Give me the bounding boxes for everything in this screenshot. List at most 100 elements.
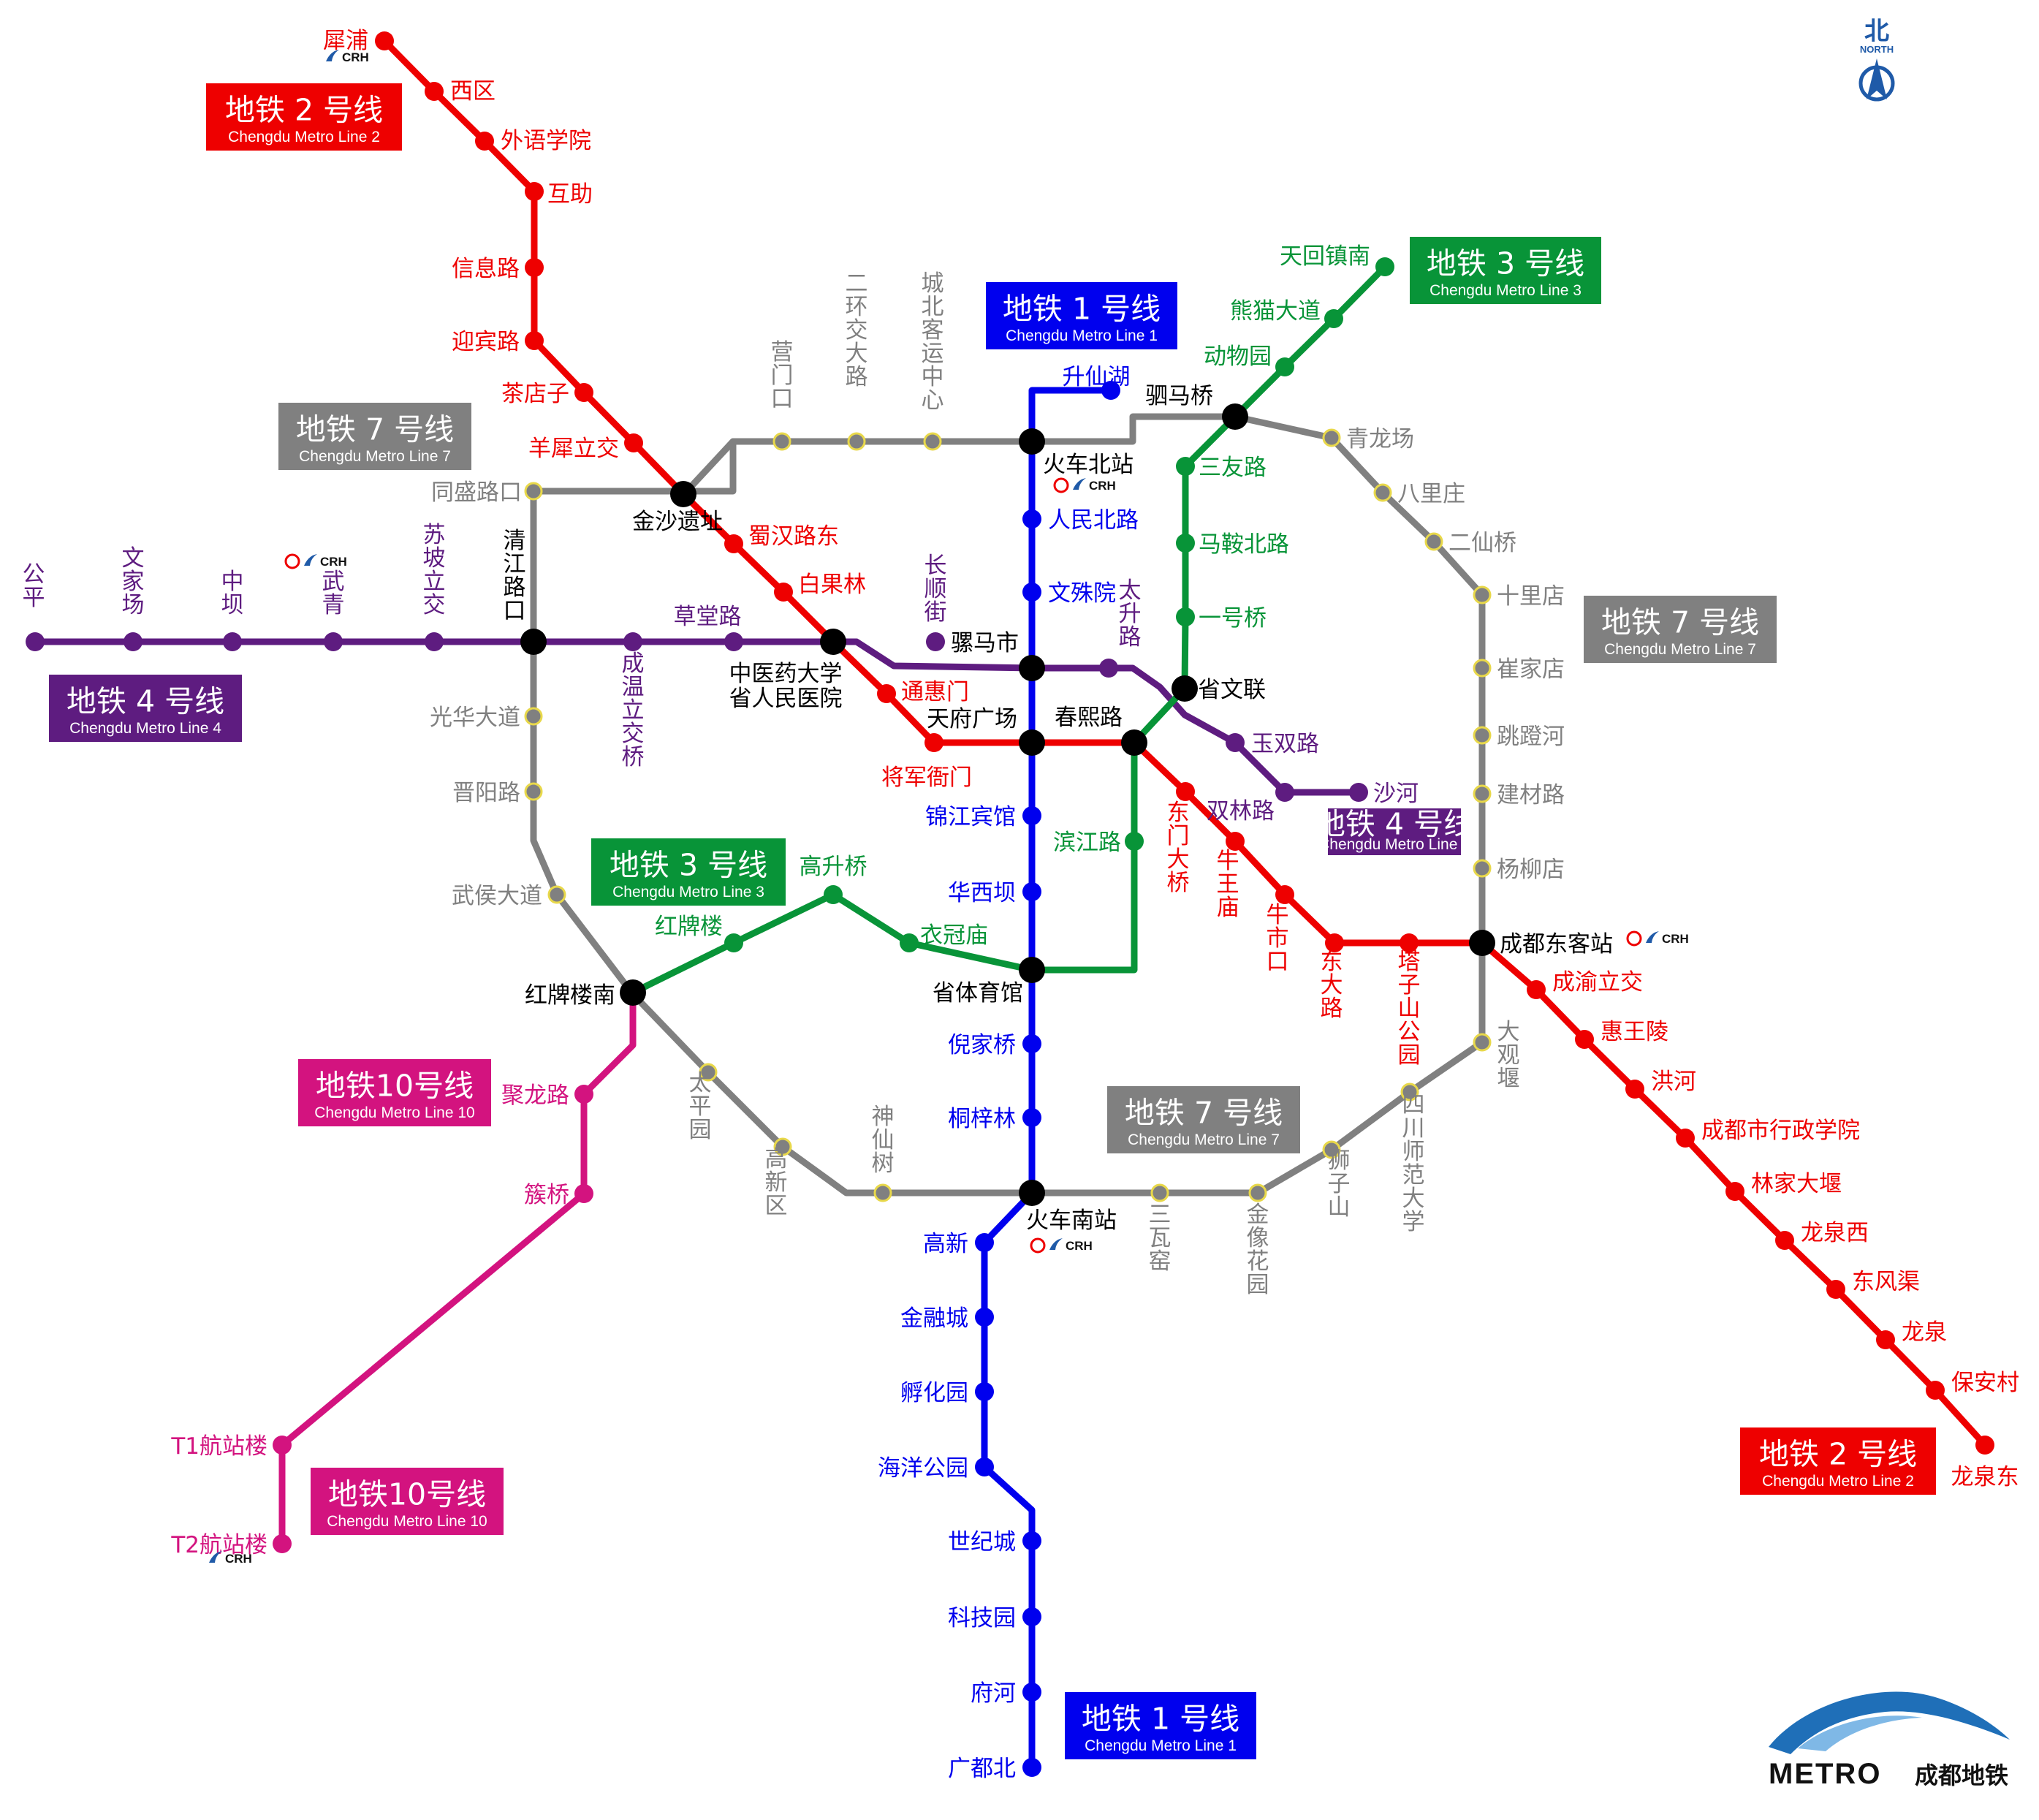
transfer-dot-chengdudongkezhan[interactable]: [1469, 930, 1495, 956]
station-dot-dongdalu[interactable]: [1325, 933, 1344, 952]
station-dot-baiguolin[interactable]: [774, 583, 793, 602]
transfer-dot-simaqiao[interactable]: [1222, 403, 1248, 430]
station-dot-gaoxinqu[interactable]: [773, 1137, 792, 1156]
station-dot-longquan[interactable]: [1876, 1330, 1895, 1349]
station-dot-longquandong[interactable]: [1975, 1436, 1994, 1455]
station-dot-cuqiao[interactable]: [574, 1184, 593, 1203]
station-dot-yingmenkou[interactable]: [772, 432, 791, 451]
station-dot-guanghuadadao[interactable]: [524, 707, 543, 726]
station-dot-xinxilu[interactable]: [525, 258, 544, 277]
station-dot-niushikou[interactable]: [1275, 885, 1294, 904]
station-dot-tianhuizhennan[interactable]: [1375, 257, 1394, 276]
station-dot-dongwuyuan[interactable]: [1275, 357, 1294, 376]
station-dot-xiongmaodadao[interactable]: [1324, 309, 1343, 328]
transfer-dot-zhongyiyao[interactable]: [820, 629, 846, 655]
station-dot-yangliudian[interactable]: [1473, 859, 1492, 878]
station-dot-shizishan[interactable]: [1322, 1140, 1341, 1159]
station-dot-qinglonchang[interactable]: [1322, 428, 1341, 447]
station-dot-yingbinlu[interactable]: [525, 331, 544, 350]
transfer-dot-jinshayizhi[interactable]: [670, 481, 696, 507]
station-dot-huiwangling[interactable]: [1575, 1030, 1594, 1049]
station-dot-longquanxi[interactable]: [1775, 1231, 1794, 1250]
station-dot-tongzilin[interactable]: [1022, 1108, 1041, 1127]
station-dot-tongshenglukou[interactable]: [524, 482, 543, 501]
station-dot-taishenglu[interactable]: [1099, 659, 1118, 678]
station-dot-gongping[interactable]: [26, 632, 45, 651]
station-dot-jiancailu[interactable]: [1473, 784, 1492, 803]
station-dot-baoancun[interactable]: [1926, 1381, 1945, 1400]
station-dot-jinjiangbinguan[interactable]: [1022, 806, 1041, 825]
station-dot-wenshuyuan[interactable]: [1022, 583, 1041, 602]
station-dot-dongmendaqiao[interactable]: [1176, 782, 1195, 801]
station-dot-linjiadayan[interactable]: [1725, 1182, 1744, 1201]
station-dot-t2[interactable]: [273, 1534, 292, 1553]
transfer-dot-luomashi[interactable]: [1019, 655, 1045, 681]
station-dot-erxianqiao[interactable]: [1424, 532, 1443, 551]
station-dot-yiguanmiao[interactable]: [900, 933, 919, 952]
transfer-dot-tianfuguangchang[interactable]: [1019, 729, 1045, 756]
station-dot-zhongba[interactable]: [223, 632, 242, 651]
station-dot-shuanglinlu[interactable]: [1275, 783, 1294, 802]
station-dot-daguanyan[interactable]: [1473, 1033, 1492, 1052]
station-dot-renminbeilu[interactable]: [1022, 509, 1041, 528]
transfer-dot-chunxilu[interactable]: [1121, 729, 1147, 756]
station-dot-jiangjunyamen[interactable]: [924, 733, 943, 752]
station-dot-shuhanludong[interactable]: [724, 534, 743, 553]
station-dot-tonghuimen[interactable]: [877, 684, 896, 703]
station-dot-xipu[interactable]: [375, 31, 394, 50]
station-dot-jinrongcheng[interactable]: [975, 1308, 994, 1327]
station-dot-huzhu[interactable]: [525, 182, 544, 201]
station-dot-tazishangongyuan[interactable]: [1400, 933, 1419, 952]
station-dot-jinyanglu[interactable]: [524, 782, 543, 801]
station-dot-taipingyuan[interactable]: [699, 1063, 718, 1082]
transfer-dot-shengtiyuguan[interactable]: [1019, 957, 1045, 983]
station-dot-xingzhengxueyuan[interactable]: [1676, 1129, 1695, 1148]
station-dot-shijicheng[interactable]: [1022, 1531, 1041, 1550]
transfer-dot-shengwenlian[interactable]: [1172, 675, 1198, 702]
station-dot-shengxianhu[interactable]: [1101, 381, 1120, 400]
station-dot-nijiaqiao[interactable]: [1022, 1034, 1041, 1053]
station-dot-yihaoqiao[interactable]: [1176, 607, 1195, 626]
station-dot-shahe[interactable]: [1349, 783, 1368, 802]
station-dot-fuhe[interactable]: [1022, 1683, 1041, 1702]
station-dot-huaxiba[interactable]: [1022, 882, 1041, 901]
station-dot-wuhoudadao[interactable]: [547, 885, 566, 904]
station-dot-tiaodenghe[interactable]: [1473, 726, 1492, 745]
station-dot-hongpailou[interactable]: [724, 933, 743, 952]
station-dot-balizhuang[interactable]: [1373, 483, 1392, 502]
station-dot-changshunjie[interactable]: [926, 632, 945, 651]
station-dot-wuqing[interactable]: [324, 632, 343, 651]
station-dot-erhuanjiaodalu[interactable]: [847, 432, 866, 451]
station-dot-maanbeilu[interactable]: [1176, 534, 1195, 553]
station-dot-caotanglu[interactable]: [724, 632, 743, 651]
station-dot-honghe[interactable]: [1625, 1080, 1644, 1099]
station-dot-kejiyuan[interactable]: [1022, 1607, 1041, 1626]
station-dot-gaoxin[interactable]: [975, 1233, 994, 1252]
station-dot-dongfengqu[interactable]: [1826, 1280, 1845, 1299]
station-dot-chengyulijiao[interactable]: [1527, 980, 1546, 999]
station-dot-chengbeikeyun[interactable]: [923, 432, 942, 451]
station-dot-cuijiadian[interactable]: [1473, 659, 1492, 678]
station-dot-supolijiao[interactable]: [425, 632, 444, 651]
station-dot-chengwenlijiaoqiao[interactable]: [623, 632, 642, 651]
station-dot-yangxilijiao[interactable]: [624, 433, 643, 452]
transfer-dot-qingjianglukou[interactable]: [520, 629, 547, 655]
transfer-dot-huochenanzhan[interactable]: [1019, 1180, 1045, 1206]
station-dot-shilidian[interactable]: [1473, 585, 1492, 604]
station-dot-yushuanglu[interactable]: [1226, 733, 1245, 752]
station-dot-guangdubei[interactable]: [1022, 1758, 1041, 1777]
station-dot-gaoshengqiao[interactable]: [824, 885, 843, 904]
transfer-dot-hongpailounan[interactable]: [620, 979, 646, 1006]
station-dot-wenjiachang[interactable]: [124, 632, 143, 651]
station-dot-xiqu[interactable]: [425, 82, 444, 101]
transfer-dot-huochebeizhan[interactable]: [1019, 428, 1045, 455]
station-dot-julonglu[interactable]: [574, 1085, 593, 1104]
station-dot-niuwangmiao[interactable]: [1226, 832, 1245, 851]
station-dot-t1[interactable]: [273, 1436, 292, 1455]
station-dot-jinxianghuayuan[interactable]: [1248, 1183, 1267, 1202]
station-dot-fuhuayuan[interactable]: [975, 1382, 994, 1401]
station-dot-shenxianshu[interactable]: [873, 1183, 892, 1202]
station-dot-sanyoulu[interactable]: [1176, 457, 1195, 476]
station-dot-waiyuxueyuan[interactable]: [475, 132, 494, 151]
station-dot-sichuanshifan[interactable]: [1400, 1082, 1419, 1102]
